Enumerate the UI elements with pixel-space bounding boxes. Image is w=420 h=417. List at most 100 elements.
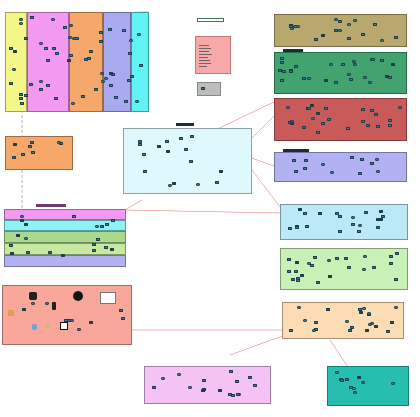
switch-icon	[292, 159, 297, 162]
phone-icon	[66, 319, 71, 323]
server-icon	[376, 125, 380, 129]
uplink-links	[124, 101, 351, 371]
camera-icon	[287, 227, 292, 231]
printer-icon	[19, 21, 24, 25]
laptop-icon	[129, 39, 133, 42]
printer-icon	[68, 54, 73, 58]
printer-icon	[373, 325, 378, 329]
legend-box	[195, 36, 231, 74]
router-icon	[368, 81, 373, 85]
cloud-icon	[361, 267, 366, 271]
camera-icon	[127, 52, 132, 56]
server-icon	[315, 130, 320, 134]
zone-cyan-top	[131, 12, 149, 112]
router-icon	[289, 121, 294, 125]
router-icon	[338, 214, 343, 218]
switch-icon	[380, 214, 385, 218]
server-icon	[110, 219, 115, 223]
cloud-icon	[50, 17, 55, 21]
phone-icon	[190, 134, 195, 138]
phone-icon	[301, 126, 306, 130]
server-icon	[161, 376, 166, 380]
switch-icon	[54, 52, 59, 56]
switch-icon	[60, 254, 65, 258]
pc-icon	[109, 84, 114, 88]
laptop-icon	[23, 223, 28, 227]
router-icon	[134, 100, 139, 104]
zone-stack-band-lavender	[4, 255, 126, 267]
server-icon	[338, 29, 343, 33]
firewall-icon	[21, 153, 26, 157]
camera-icon	[305, 225, 310, 229]
pc-icon	[156, 144, 161, 148]
zone-center-cyan	[123, 128, 252, 194]
firewall-icon	[378, 217, 383, 221]
cloud-icon	[356, 375, 361, 379]
zone-green-dark	[274, 52, 407, 94]
router-icon	[51, 47, 56, 51]
printer-icon	[119, 309, 124, 313]
phone-icon	[287, 269, 292, 273]
phone-icon	[302, 77, 307, 81]
server-icon	[92, 243, 97, 247]
server-icon	[374, 158, 379, 162]
printer-icon	[365, 123, 370, 127]
firewall-icon	[333, 81, 338, 85]
printer-icon	[328, 274, 332, 278]
pc-icon	[89, 320, 94, 324]
phone-icon	[394, 36, 399, 40]
printer-icon	[178, 136, 183, 140]
firewall-icon	[137, 32, 141, 36]
router-icon	[26, 250, 31, 254]
router-icon	[379, 38, 384, 42]
pc-icon	[94, 224, 99, 228]
phone-icon	[290, 277, 295, 281]
switch-icon	[183, 148, 188, 152]
firewall-icon	[137, 143, 142, 147]
pc-icon	[384, 75, 389, 79]
cloud-icon	[317, 211, 322, 215]
server-icon	[374, 112, 379, 116]
switch-icon	[334, 371, 339, 374]
server-icon	[19, 219, 24, 223]
phone-icon	[217, 388, 222, 392]
firewall-icon	[351, 387, 356, 391]
router-icon	[62, 25, 67, 29]
firewall-icon	[46, 84, 51, 87]
firewall-icon	[328, 62, 333, 66]
pc-icon	[352, 19, 357, 23]
pc-icon	[350, 215, 355, 219]
switch-icon	[350, 222, 355, 226]
switch-icon	[109, 247, 114, 251]
printer-icon	[15, 233, 20, 237]
firewall-icon	[338, 229, 342, 233]
firewall-icon	[376, 225, 381, 229]
pc-icon	[364, 328, 369, 332]
laptop-icon	[397, 105, 402, 109]
camera-icon	[357, 307, 362, 311]
zone-tag	[283, 49, 303, 52]
pc-icon	[100, 80, 105, 84]
laptop-icon	[152, 386, 157, 389]
camera-icon	[303, 212, 308, 216]
cloud-icon	[98, 40, 103, 44]
zone-tag	[176, 123, 194, 126]
printer-icon	[352, 390, 357, 394]
pc-icon	[71, 102, 75, 106]
server-icon	[8, 243, 13, 247]
cloud-icon	[280, 78, 284, 82]
camera-icon	[172, 182, 176, 186]
zone-orange-top	[69, 12, 103, 112]
switch-icon	[45, 302, 50, 306]
phone-icon	[346, 266, 351, 270]
zone-stack-band-cyan	[4, 220, 126, 231]
pc-icon	[306, 261, 311, 265]
server-icon	[30, 140, 35, 144]
router-icon	[358, 311, 363, 315]
laptop-icon	[297, 306, 302, 310]
cloud-icon	[393, 306, 398, 310]
cloud-icon	[143, 169, 148, 173]
server-icon	[363, 255, 368, 259]
legend-row	[199, 66, 207, 67]
camera-icon	[29, 292, 37, 300]
